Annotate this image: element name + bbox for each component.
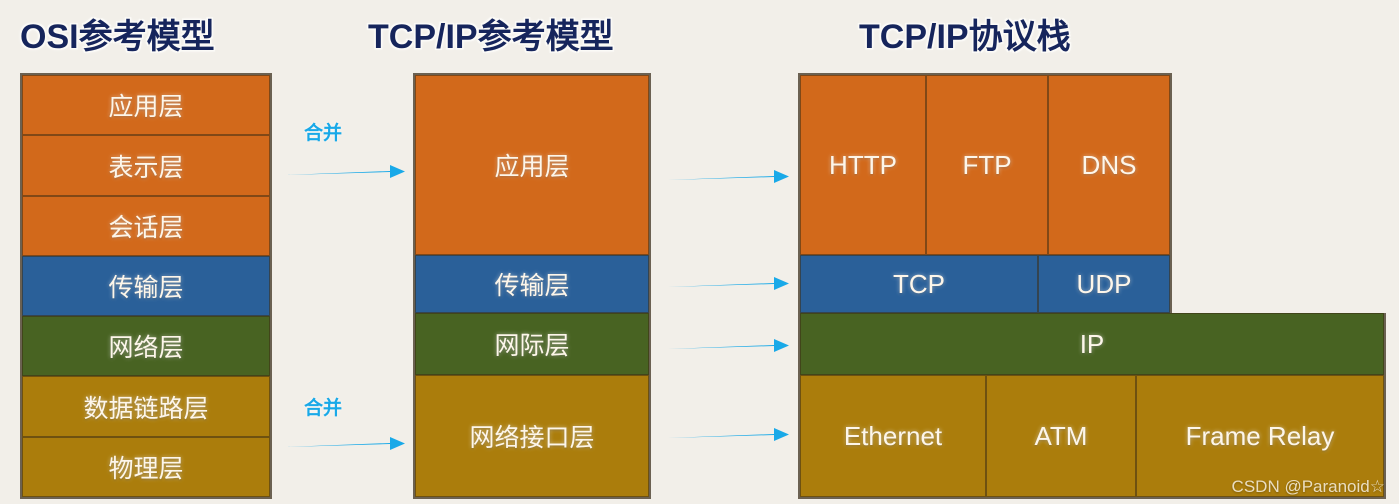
stack-protocol-udp: UDP — [1038, 255, 1170, 313]
osi-layer-application: 应用层 — [22, 75, 270, 135]
tcpip-layer-transport: 传输层 — [415, 255, 649, 313]
stack-protocol-frame-relay: Frame Relay — [1136, 375, 1384, 497]
tcpip-layer-internet: 网际层 — [415, 313, 649, 375]
stack-protocol-http: HTTP — [800, 75, 926, 255]
map-arrow-application — [668, 165, 790, 187]
tcpip-model-title: TCP/IP参考模型 — [368, 18, 614, 56]
osi-layer-transport: 传输层 — [22, 256, 270, 316]
stack-protocol-tcp: TCP — [800, 255, 1038, 313]
stack-protocol-atm: ATM — [986, 375, 1136, 497]
osi-layer-physical: 物理层 — [22, 437, 270, 497]
osi-layer-presentation: 表示层 — [22, 135, 270, 196]
stack-protocol-ip: IP — [800, 313, 1384, 375]
csdn-watermark: CSDN @Paranoid☆ — [1231, 477, 1385, 496]
map-arrow-transport — [668, 272, 790, 294]
tcpip-layer-network-interface: 网络接口层 — [415, 375, 649, 497]
merge-label-upper: 合并 — [304, 123, 343, 144]
stack-protocol-ftp: FTP — [926, 75, 1048, 255]
osi-layer-datalink: 数据链路层 — [22, 376, 270, 437]
osi-layer-session: 会话层 — [22, 196, 270, 256]
stack-protocol-dns: DNS — [1048, 75, 1170, 255]
stack-protocol-ethernet: Ethernet — [800, 375, 986, 497]
merge-label-lower: 合并 — [304, 398, 343, 419]
tcpip-stack-title: TCP/IP协议栈 — [859, 18, 1071, 56]
merge-arrow-lower — [286, 432, 406, 454]
map-arrow-internet — [668, 334, 790, 356]
osi-model-title: OSI参考模型 — [20, 18, 215, 56]
osi-layer-network: 网络层 — [22, 316, 270, 376]
merge-arrow-upper — [286, 160, 406, 182]
map-arrow-network-interface — [668, 423, 790, 445]
tcpip-layer-application: 应用层 — [415, 75, 649, 255]
